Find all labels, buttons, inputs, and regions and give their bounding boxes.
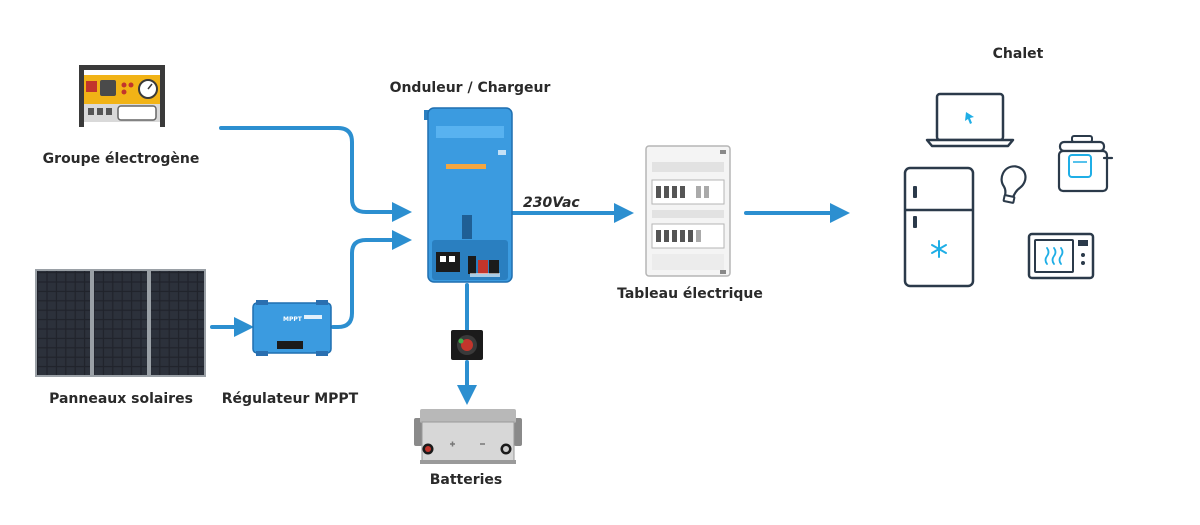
- label-generator: Groupe électrogène: [42, 151, 200, 167]
- label-panel: Tableau électrique: [617, 286, 763, 302]
- label-inverter: Onduleur / Chargeur: [389, 80, 551, 96]
- electrical-panel-icon: [645, 145, 731, 277]
- arrow-generator-to-inverter: [219, 126, 412, 222]
- solar-panel-icon: [35, 269, 206, 377]
- inverter-charger-icon: [424, 107, 513, 283]
- label-chalet: Chalet: [992, 46, 1044, 62]
- pressure-cooker-icon: [1057, 135, 1114, 193]
- battery-icon: [414, 409, 522, 464]
- microwave-icon: [1027, 232, 1095, 280]
- label-batteries: Batteries: [429, 472, 503, 488]
- laptop-icon: [925, 92, 1015, 148]
- arrow-mppt-to-inverter: [331, 230, 412, 329]
- mppt-badge: MPPT: [283, 316, 303, 323]
- generator-icon: [79, 65, 165, 127]
- label-ac-voltage: 230Vac: [523, 195, 580, 211]
- label-mppt: Régulateur MPPT: [221, 391, 359, 407]
- flow-arrows: [210, 126, 850, 405]
- charge-controller-icon: MPPT: [252, 300, 332, 356]
- fridge-icon: [903, 166, 975, 288]
- label-solar: Panneaux solaires: [49, 391, 193, 407]
- light-bulb-icon: [1000, 165, 1027, 204]
- battery-switch-icon: [451, 330, 483, 360]
